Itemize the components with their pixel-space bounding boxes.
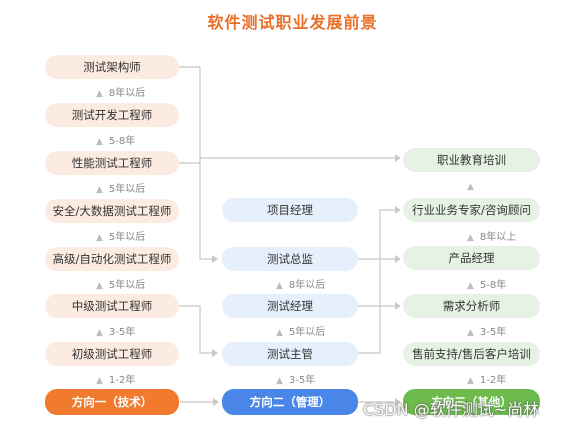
role-test-architect: 测试架构师 [45,55,179,79]
step-label: ▲3-5年 [467,327,507,338]
role-project-manager: 项目经理 [222,198,358,222]
up-arrow-icon: ▲ [96,328,103,338]
role-test-director: 测试总监 [222,247,358,271]
up-arrow-icon: ▲ [276,328,283,338]
up-arrow-icon: ▲ [467,281,474,291]
up-arrow-icon: ▲ [276,376,283,386]
direction-technical-head: 方向一（技术） [45,389,179,415]
role-vocational-training: 职业教育培训 [403,148,540,172]
step-label: ▲5-8年 [467,280,507,291]
step-label: ▲5年以后 [276,327,326,338]
step-label: ▲1-2年 [467,375,507,386]
direction-management-head: 方向二（管理） [222,389,358,415]
step-label: ▲5年以后 [96,280,146,291]
up-arrow-icon: ▲ [467,233,474,243]
step-label: ▲3-5年 [276,375,316,386]
role-product-manager: 产品经理 [403,246,540,270]
csdn-watermark: CSDN @软件测试~尚林 [363,400,540,419]
role-test-supervisor: 测试主管 [222,342,358,366]
up-arrow-icon: ▲ [96,89,103,99]
step-label: ▲3-5年 [96,327,136,338]
role-senior-automation-test-engineer: 高级/自动化测试工程师 [45,247,179,271]
up-arrow-icon: ▲ [96,185,103,195]
step-label: ▲8年以上 [467,232,517,243]
step-label: ▲5-8年 [96,136,136,147]
up-arrow-icon: ▲ [276,281,283,291]
role-industry-expert-consultant: 行业业务专家/咨询顾问 [403,198,540,222]
up-arrow-icon: ▲ [96,137,103,147]
step-label: ▲ [467,181,480,192]
up-arrow-icon: ▲ [467,328,474,338]
up-arrow-icon: ▲ [467,182,474,192]
up-arrow-icon: ▲ [96,233,103,243]
diagram-title: 软件测试职业发展前景 [207,13,378,32]
role-security-bigdata-test-engineer: 安全/大数据测试工程师 [45,199,179,223]
up-arrow-icon: ▲ [96,376,103,386]
step-label: ▲1-2年 [96,375,136,386]
role-test-dev-engineer: 测试开发工程师 [45,103,179,127]
step-label: ▲8年以后 [276,280,326,291]
role-test-manager: 测试经理 [222,294,358,318]
up-arrow-icon: ▲ [96,281,103,291]
role-presales-aftersales-training: 售前支持/售后客户培训 [403,342,540,366]
step-label: ▲5年以后 [96,232,146,243]
step-label: ▲5年以后 [96,184,146,195]
role-junior-test-engineer: 初级测试工程师 [45,342,179,366]
role-intermediate-test-engineer: 中级测试工程师 [45,294,179,318]
up-arrow-icon: ▲ [467,376,474,386]
role-requirements-analyst: 需求分析师 [403,294,540,318]
step-label: ▲8年以后 [96,88,146,99]
direction-other-head: 方向三（其他） [403,389,540,415]
role-performance-test-engineer: 性能测试工程师 [45,151,179,175]
